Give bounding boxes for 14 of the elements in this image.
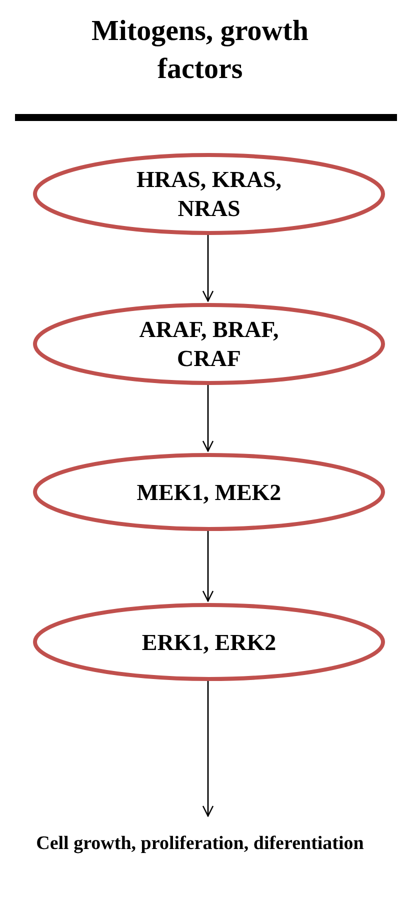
ellipse-node <box>33 303 385 385</box>
node-label: MEK1, MEK2 <box>136 478 282 506</box>
ellipse-node <box>33 603 385 681</box>
ellipse-node <box>33 153 385 235</box>
node-label: HRAS, KRAS, NRAS <box>135 166 283 223</box>
node-label: ARAF, BRAF, CRAF <box>138 316 280 373</box>
arrow <box>202 235 214 302</box>
arrow <box>202 385 214 452</box>
ellipse-node <box>33 453 385 531</box>
outcome-label: Cell growth, proliferation, diferentiation <box>36 832 364 856</box>
node-label: ERK1, ERK2 <box>142 628 276 656</box>
title: Mitogens, growth factors <box>90 14 310 87</box>
arrow <box>202 681 214 817</box>
arrow <box>202 531 214 602</box>
